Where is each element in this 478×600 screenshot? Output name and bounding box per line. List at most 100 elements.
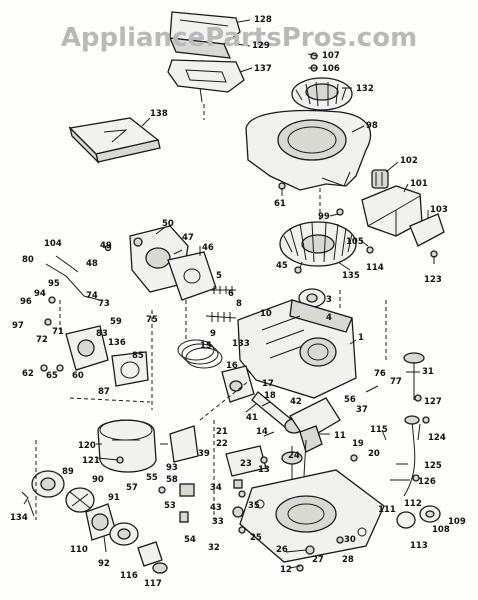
callout-3: 3: [326, 295, 332, 305]
part-9-valve-spring[interactable]: [205, 312, 237, 322]
part-135-flywheel[interactable]: [279, 221, 357, 267]
part-3-starter-cup[interactable]: [298, 288, 326, 308]
callout-12: 12: [280, 565, 292, 575]
callout-27: 27: [312, 555, 324, 565]
part-89-starter-pulley[interactable]: [31, 470, 65, 498]
part-15-piston-rings[interactable]: [177, 339, 223, 369]
callout-62: 62: [22, 369, 34, 379]
callout-28: 28: [342, 555, 354, 565]
part-92-clutch[interactable]: [109, 522, 139, 546]
callout-75: 75: [146, 315, 158, 325]
part-132-rotating-screen[interactable]: [291, 77, 353, 111]
callout-128: 128: [254, 15, 272, 25]
callout-53: 53: [164, 501, 176, 511]
callout-25: 25: [250, 533, 262, 543]
callout-72: 72: [36, 335, 48, 345]
part-25-crankcase-sump[interactable]: [239, 469, 385, 563]
part-85-float-bowl[interactable]: [111, 351, 149, 387]
part-116-spacer[interactable]: [137, 541, 163, 567]
callout-98: 98: [366, 121, 378, 131]
callout-125: 125: [424, 461, 442, 471]
callout-33: 33: [212, 517, 224, 527]
part-1-cylinder-block[interactable]: [237, 299, 357, 399]
part-46-gasket[interactable]: [167, 251, 217, 301]
callout-110: 110: [70, 545, 88, 555]
callout-4: 4: [326, 313, 332, 323]
callout-1: 1: [358, 333, 364, 343]
callout-134: 134: [10, 513, 28, 523]
part-101-fuel-tank[interactable]: [361, 185, 423, 237]
callout-94: 94: [34, 289, 46, 299]
callout-126: 126: [418, 477, 436, 487]
callout-109: 109: [448, 517, 466, 527]
callout-17: 17: [262, 379, 274, 389]
callout-133: 133: [232, 339, 250, 349]
callout-96: 96: [20, 297, 32, 307]
part-111-gear[interactable]: [396, 511, 416, 529]
part-138-air-filter[interactable]: [68, 117, 161, 165]
part-91-spring-disk[interactable]: [65, 487, 95, 513]
callout-99: 99: [318, 212, 330, 222]
callout-136: 136: [108, 338, 126, 348]
callout-37: 37: [356, 405, 368, 415]
callout-138: 138: [150, 109, 168, 119]
callout-116: 116: [120, 571, 138, 581]
callout-55: 55: [146, 473, 158, 483]
part-125-oil-fill-tube[interactable]: [403, 415, 420, 497]
callout-76: 76: [374, 369, 386, 379]
site-watermark: AppliancePartsPros.com: [61, 23, 417, 53]
callout-34: 34: [210, 483, 222, 493]
callout-129: 129: [252, 41, 270, 51]
callout-19: 19: [352, 439, 364, 449]
part-31-dipstick[interactable]: [403, 352, 425, 400]
callout-135: 135: [342, 271, 360, 281]
callout-71: 71: [52, 327, 64, 337]
part-23-ignition-armature[interactable]: [225, 445, 267, 477]
callout-22: 22: [216, 439, 228, 449]
part-5-valve-spring[interactable]: [210, 286, 236, 294]
callout-74: 74: [86, 291, 98, 301]
part-117-cap[interactable]: [152, 562, 168, 574]
callout-47: 47: [182, 233, 194, 243]
callout-9: 9: [210, 329, 216, 339]
callout-10: 10: [260, 309, 272, 319]
part-136-carburetor-body[interactable]: [65, 325, 109, 371]
part-39-bracket[interactable]: [169, 425, 199, 463]
part-103-tank-bracket[interactable]: [409, 213, 445, 247]
part-120-muffler[interactable]: [97, 419, 157, 473]
part-11-crankshaft[interactable]: [289, 397, 341, 477]
callout-107: 107: [322, 51, 340, 61]
callout-77: 77: [390, 377, 402, 387]
callout-112: 112: [404, 499, 422, 509]
part-108-gear[interactable]: [419, 505, 441, 523]
callout-127: 127: [424, 397, 442, 407]
callout-102: 102: [400, 156, 418, 166]
callout-24: 24: [288, 451, 300, 461]
callout-48: 48: [86, 259, 98, 269]
callout-32: 32: [208, 543, 220, 553]
callout-57: 57: [126, 483, 138, 493]
callout-31: 31: [422, 367, 434, 377]
callout-54: 54: [184, 535, 196, 545]
callout-35: 35: [248, 501, 260, 511]
callout-39: 39: [198, 449, 210, 459]
callout-132: 132: [356, 84, 374, 94]
part-80-throttle-link[interactable]: [45, 255, 101, 301]
callout-95: 95: [48, 279, 60, 289]
part-102-fuel-cap[interactable]: [371, 169, 389, 189]
callout-26: 26: [276, 545, 288, 555]
part-137-air-cleaner-base[interactable]: [167, 59, 245, 103]
callout-87: 87: [98, 387, 110, 397]
callout-8: 8: [236, 299, 242, 309]
part-98-blower-housing[interactable]: [245, 109, 372, 191]
callout-121: 121: [82, 456, 100, 466]
callout-101: 101: [410, 179, 428, 189]
part-128-air-cleaner-cover[interactable]: [168, 11, 241, 59]
callout-120: 120: [78, 441, 96, 451]
callout-93: 93: [166, 463, 178, 473]
callout-30: 30: [344, 535, 356, 545]
callout-23: 23: [240, 459, 252, 469]
callout-111: 111: [378, 505, 396, 515]
callout-61: 61: [274, 199, 286, 209]
